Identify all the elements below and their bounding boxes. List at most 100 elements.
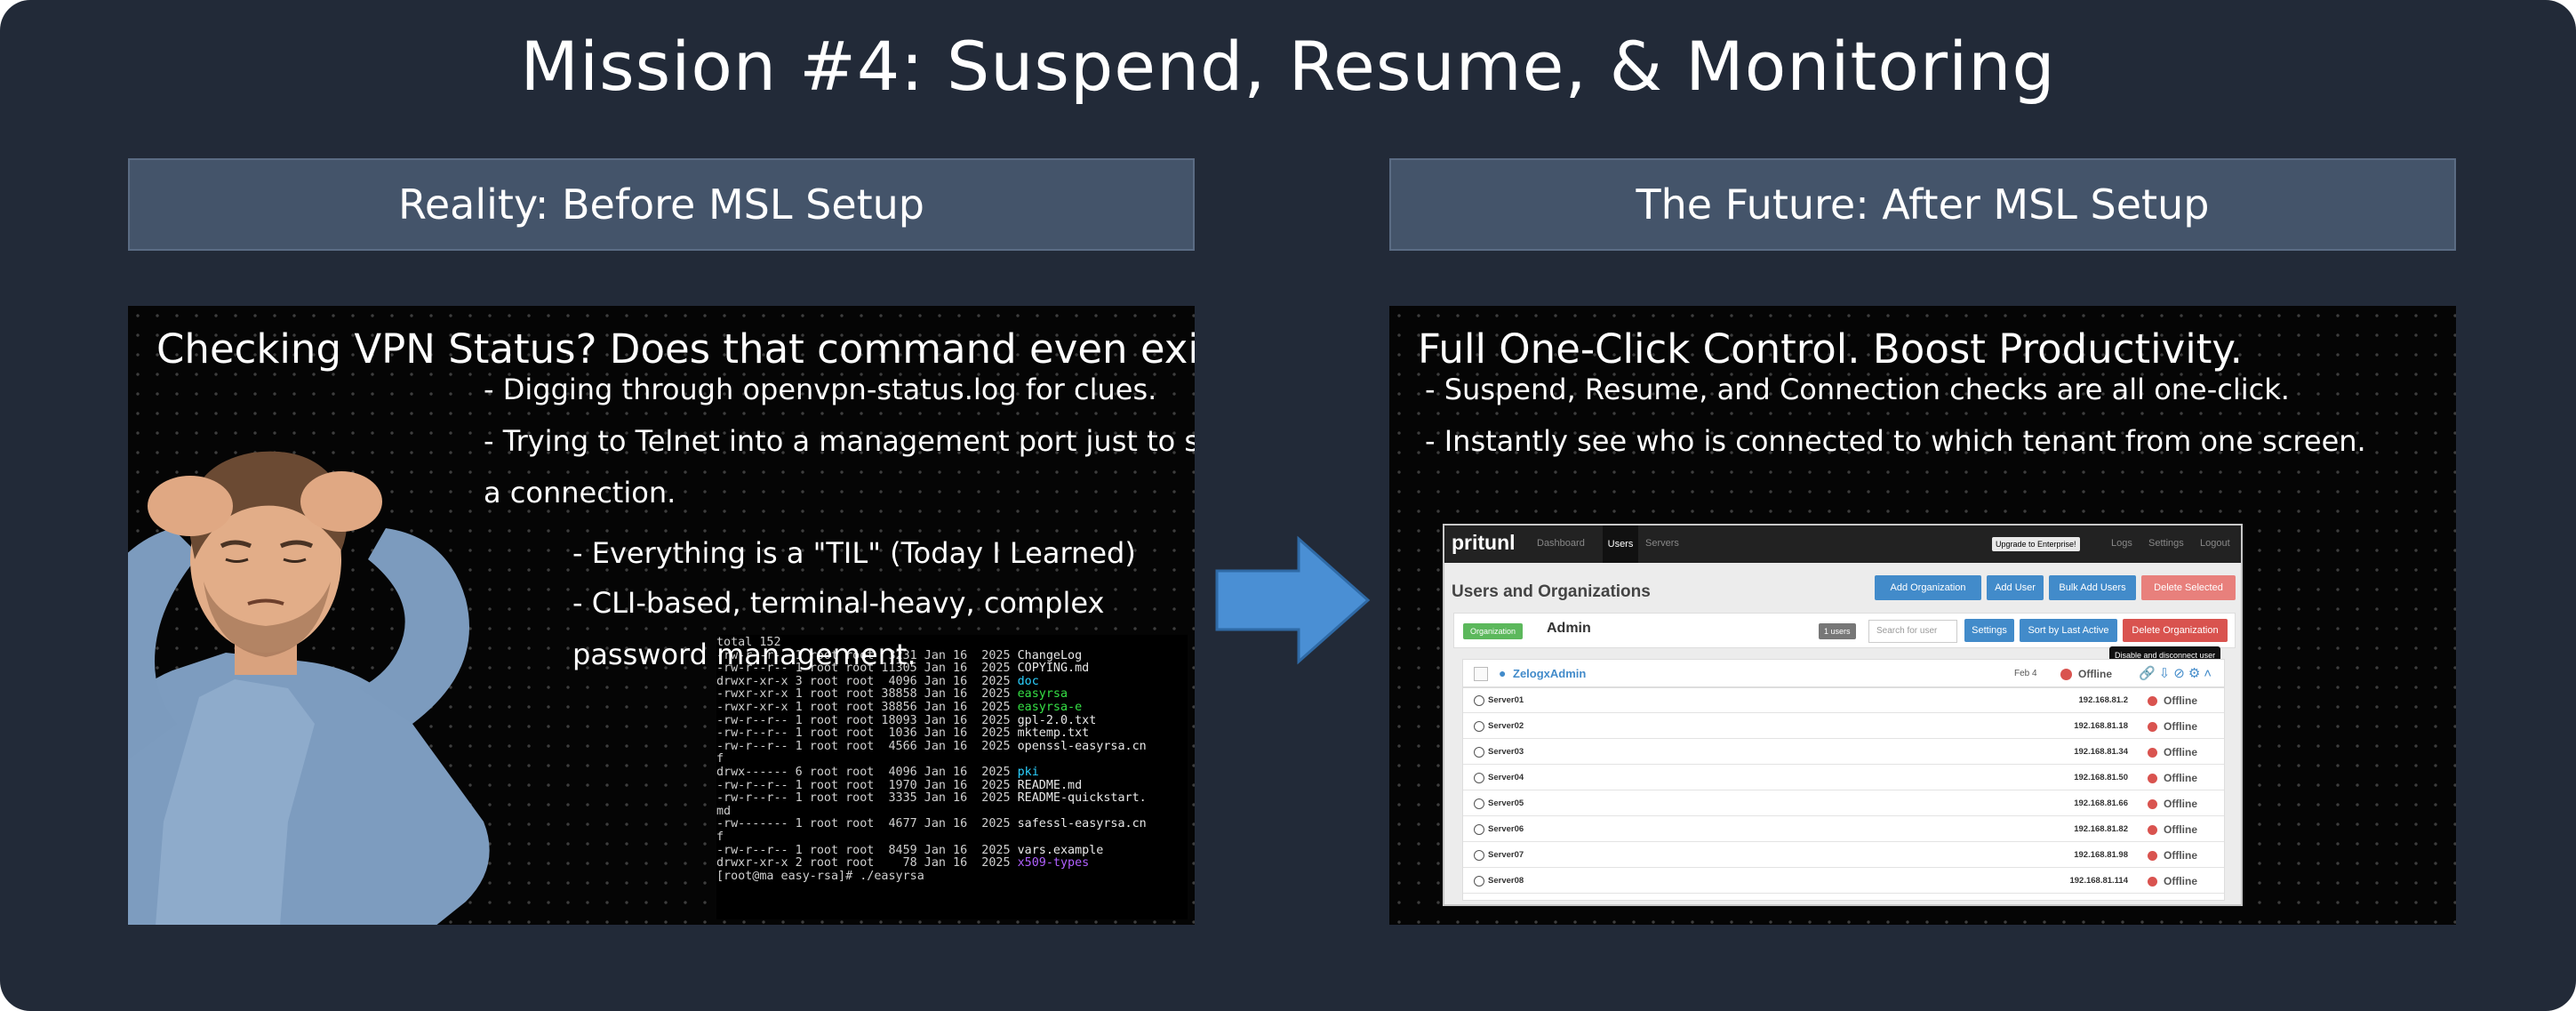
- user-row[interactable]: ● ZelogxAdmin Feb 4 Offline 🔗⇩⊘⚙˄: [1463, 660, 2224, 688]
- server-status: Offline: [2164, 694, 2197, 707]
- server-name: Server06: [1488, 824, 1524, 834]
- nav-settings[interactable]: Settings: [2148, 538, 2184, 549]
- right-header: The Future: After MSL Setup: [1389, 158, 2456, 251]
- server-name: Server01: [1488, 695, 1524, 705]
- left-bullet-4: - CLI-based, terminal-heavy, complex: [572, 586, 1105, 620]
- pritunl-logo: pritunl: [1452, 531, 1516, 554]
- left-header: Reality: Before MSL Setup: [128, 158, 1195, 251]
- terminal-line: [root@ma easy-rsa]# ./easyrsa: [716, 869, 924, 883]
- terminal-line: f: [716, 752, 724, 766]
- server-status: Offline: [2164, 720, 2197, 733]
- user-icon: ●: [1499, 666, 1507, 680]
- user-status: Offline: [2078, 668, 2112, 680]
- nav-logs[interactable]: Logs: [2111, 538, 2132, 549]
- server-row[interactable]: Server03 192.168.81.34 Offline: [1463, 742, 2224, 765]
- server-name: Server07: [1488, 850, 1524, 860]
- server-ip: 192.168.81.50: [2074, 773, 2128, 782]
- server-status: Offline: [2164, 746, 2197, 758]
- terminal-line: md: [716, 804, 732, 818]
- left-bullet-2-cont: a connection.: [484, 476, 676, 510]
- clock-icon: [1474, 850, 1484, 861]
- server-status: Offline: [2164, 823, 2197, 836]
- pritunl-screenshot: pritunl Dashboard Users Servers Upgrade …: [1443, 524, 2243, 906]
- right-panel: Full One-Click Control. Boost Productivi…: [1389, 306, 2456, 925]
- users-heading: Users and Organizations: [1452, 582, 1651, 601]
- terminal-line: -rw-r--r-- 1 root root 1970 Jan 16 2025 …: [716, 778, 1083, 792]
- pritunl-navbar: pritunl Dashboard Users Servers Upgrade …: [1444, 526, 2241, 563]
- user-checkbox[interactable]: [1474, 667, 1488, 681]
- status-dot-icon: [2148, 799, 2157, 809]
- server-name: Server08: [1488, 876, 1524, 886]
- terminal-line: -rw-r--r-- 1 root root 3335 Jan 16 2025 …: [716, 791, 1147, 806]
- upgrade-button[interactable]: Upgrade to Enterprise!: [1992, 537, 2080, 551]
- clock-icon: [1474, 798, 1484, 809]
- organization-name: Admin: [1547, 621, 1591, 636]
- nav-dashboard[interactable]: Dashboard: [1537, 538, 1585, 549]
- users-count-badge: 1 users: [1819, 623, 1856, 639]
- server-status: Offline: [2164, 849, 2197, 862]
- left-bullet-1: - Digging through openvpn-status.log for…: [484, 373, 1157, 406]
- server-status: Offline: [2164, 772, 2197, 784]
- clock-icon: [1474, 773, 1484, 783]
- left-bullet-2: - Trying to Telnet into a management por…: [484, 424, 1195, 458]
- left-bullet-4-cont: password management.: [572, 638, 916, 671]
- left-bullet-3: - Everything is a "TIL" (Today I Learned…: [572, 536, 1136, 570]
- left-panel: Checking VPN Status? Does that command e…: [128, 306, 1195, 925]
- terminal-line: f: [716, 830, 724, 844]
- right-arrow-icon: [1215, 535, 1371, 665]
- server-name: Server02: [1488, 721, 1524, 731]
- status-dot-icon: [2060, 669, 2072, 680]
- status-dot-icon: [2148, 851, 2157, 861]
- status-dot-icon: [2148, 696, 2157, 706]
- user-action-icons[interactable]: 🔗⇩⊘⚙˄: [2139, 666, 2216, 681]
- terminal-line: -rw-r--r-- 1 root root 4566 Jan 16 2025 …: [716, 739, 1147, 753]
- terminal-line: -rwxr-xr-x 1 root root 38858 Jan 16 2025…: [716, 687, 1068, 702]
- server-name: Server03: [1488, 747, 1524, 757]
- clock-icon: [1474, 747, 1484, 758]
- sort-last-active-button[interactable]: Sort by Last Active: [2020, 619, 2117, 642]
- terminal-line: -rw-r--r-- 1 root root 11305 Jan 16 2025…: [716, 662, 1090, 676]
- nav-users[interactable]: Users: [1603, 526, 1638, 563]
- bulk-add-users-button[interactable]: Bulk Add Users: [2049, 575, 2136, 600]
- status-dot-icon: [2148, 825, 2157, 835]
- server-ip: 192.168.81.18: [2074, 721, 2128, 731]
- terminal-line: -rw-r--r-- 1 root root 18093 Jan 16 2025…: [716, 713, 1097, 727]
- clock-icon: [1474, 695, 1484, 706]
- server-row[interactable]: Server02 192.168.81.18 Offline: [1463, 716, 2224, 739]
- server-status: Offline: [2164, 798, 2197, 810]
- org-settings-button[interactable]: Settings: [1964, 619, 2014, 642]
- user-list: ● ZelogxAdmin Feb 4 Offline 🔗⇩⊘⚙˄ Server…: [1462, 659, 2225, 901]
- add-user-button[interactable]: Add User: [1987, 575, 2044, 600]
- clock-icon: [1474, 824, 1484, 835]
- clock-icon: [1474, 876, 1484, 887]
- server-name: Server05: [1488, 798, 1524, 808]
- stressed-person-illustration: [128, 451, 490, 925]
- nav-logout[interactable]: Logout: [2200, 538, 2230, 549]
- server-ip: 192.168.81.98: [2074, 850, 2128, 860]
- add-organization-button[interactable]: Add Organization: [1875, 575, 1981, 600]
- right-bullet-2: - Instantly see who is connected to whic…: [1425, 424, 2366, 458]
- terminal-line: -rw------- 1 root root 4677 Jan 16 2025 …: [716, 817, 1147, 831]
- server-status: Offline: [2164, 875, 2197, 887]
- server-ip: 192.168.81.34: [2074, 747, 2128, 757]
- search-user-input[interactable]: Search for user: [1868, 620, 1957, 643]
- delete-organization-button[interactable]: Delete Organization: [2123, 619, 2228, 642]
- organization-badge: Organization: [1463, 623, 1524, 639]
- terminal-line: total 152: [716, 636, 781, 649]
- left-panel-title: Checking VPN Status? Does that command e…: [156, 325, 1195, 373]
- server-row[interactable]: Server07 192.168.81.98 Offline: [1463, 845, 2224, 868]
- username[interactable]: ZelogxAdmin: [1513, 667, 1587, 680]
- user-last-date: Feb 4: [2014, 669, 2037, 678]
- terminal-line: -rw-r--r-- 1 root root 8459 Jan 16 2025 …: [716, 843, 1104, 857]
- clock-icon: [1474, 721, 1484, 732]
- terminal-line: -rw-r--r-- 1 root root 3231 Jan 16 2025 …: [716, 648, 1083, 662]
- terminal-line: drwx------ 6 root root 4096 Jan 16 2025 …: [716, 765, 1039, 779]
- delete-selected-button[interactable]: Delete Selected: [2141, 575, 2236, 600]
- nav-servers[interactable]: Servers: [1645, 538, 1679, 549]
